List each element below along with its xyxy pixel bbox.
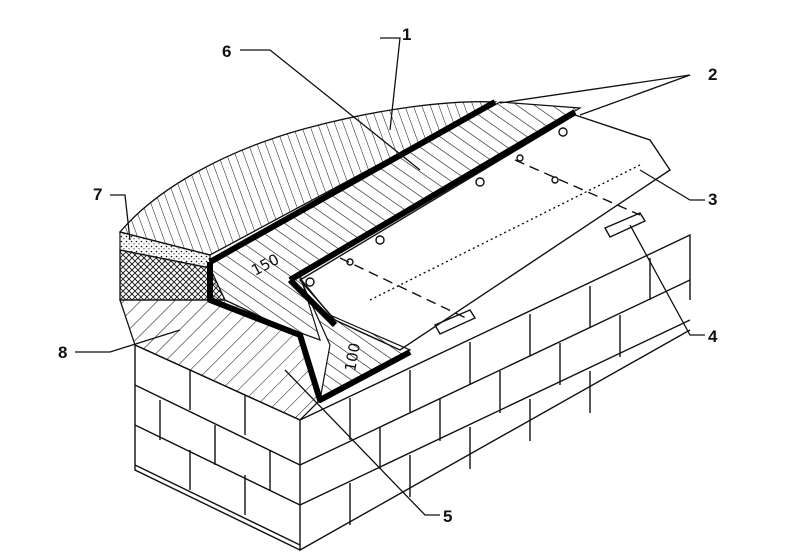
callout-5: 5 <box>443 507 452 526</box>
waterproof-membrane-line <box>207 99 577 403</box>
leader-lines <box>75 37 705 516</box>
dimension-100: 100 <box>341 341 364 372</box>
callout-3: 3 <box>708 190 717 209</box>
callout-1: 1 <box>402 25 411 44</box>
callout-2: 2 <box>708 65 717 84</box>
callout-8: 8 <box>58 343 67 362</box>
callout-7: 7 <box>93 185 102 204</box>
callout-4: 4 <box>708 327 718 346</box>
callout-6: 6 <box>222 42 231 61</box>
roof-covering-layer <box>118 101 498 256</box>
brick-wall <box>134 233 691 552</box>
